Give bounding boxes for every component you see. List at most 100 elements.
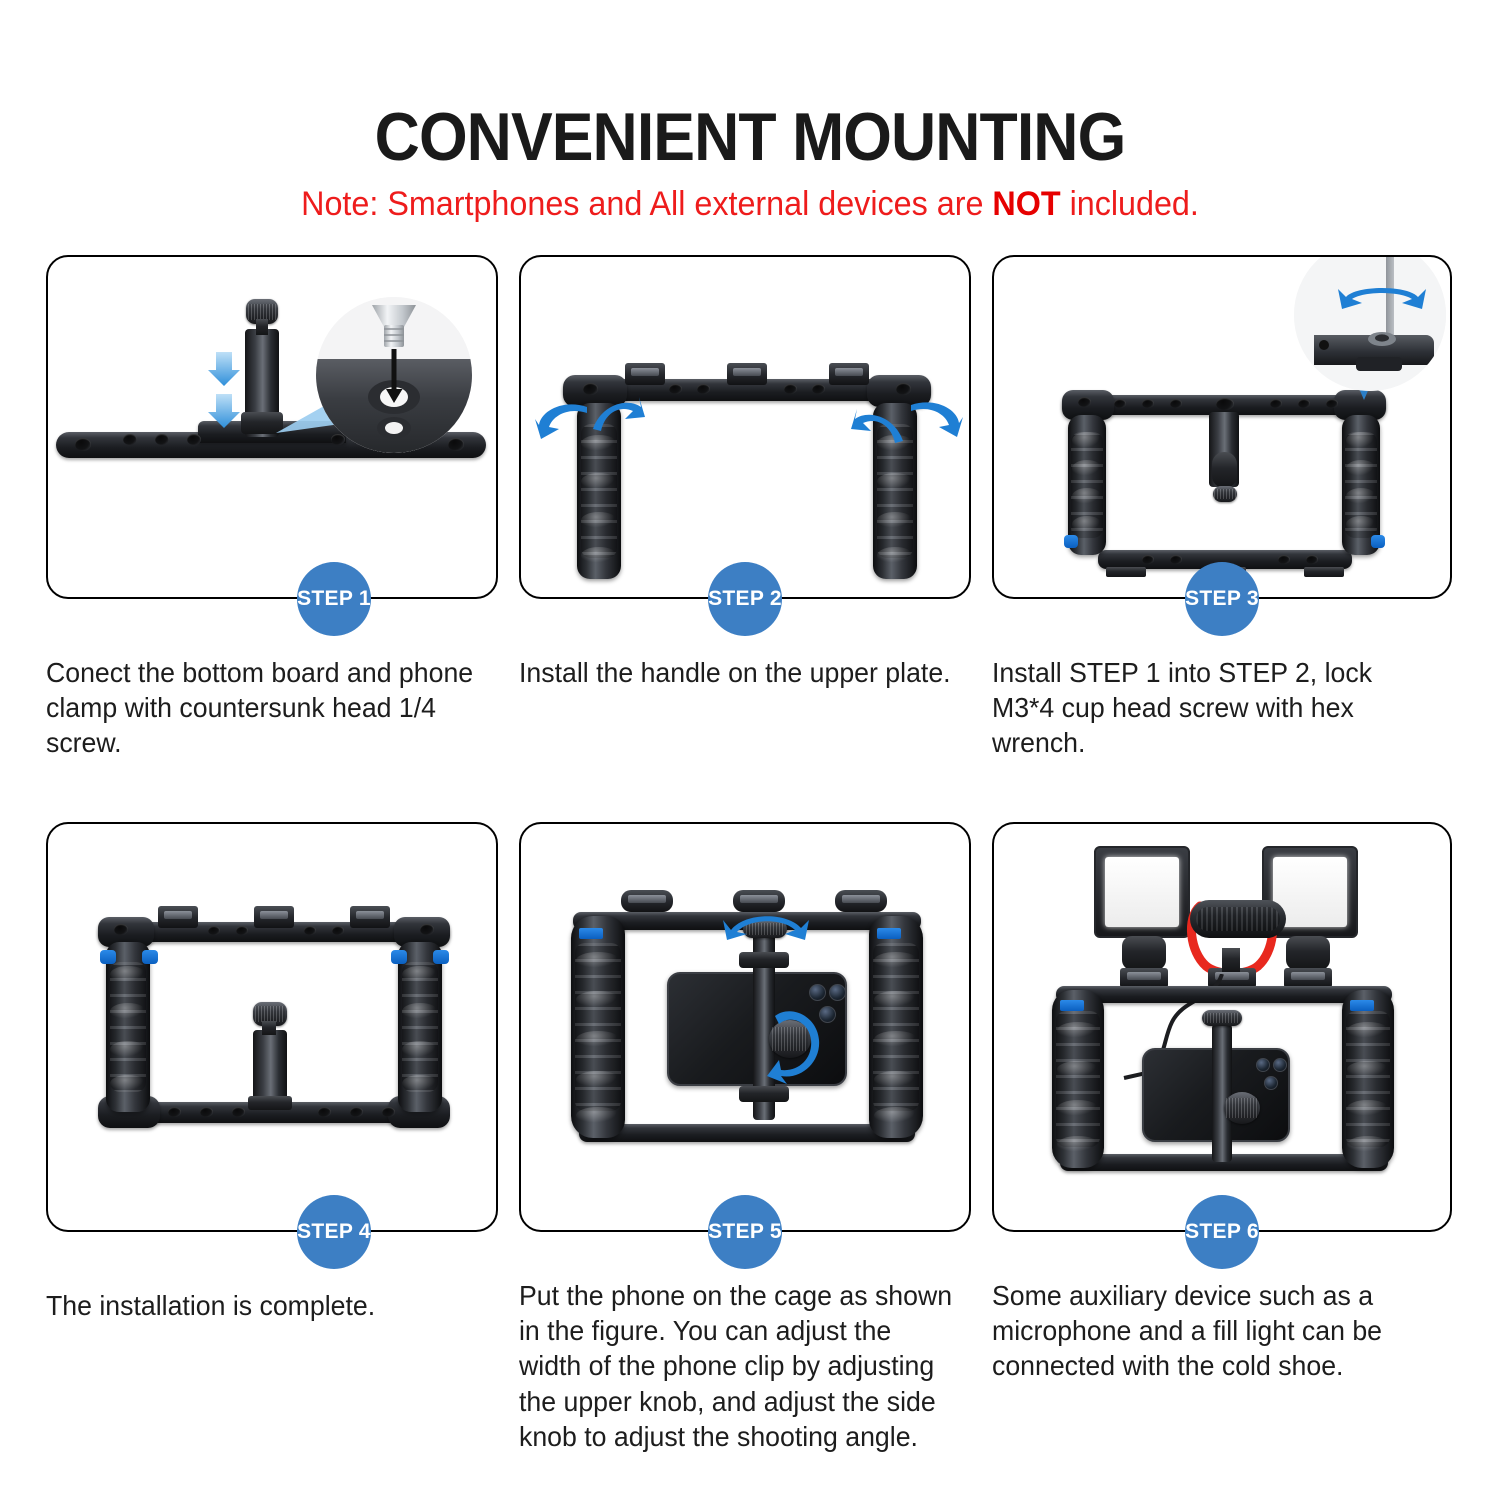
cage-handle-right: [1342, 415, 1380, 555]
cage6-side-knob: [1224, 1092, 1260, 1124]
step-5-caption: Put the phone on the cage as shown in th…: [519, 1280, 953, 1452]
upper-plate-hole: [697, 384, 710, 394]
top-plate-hole: [1298, 399, 1310, 408]
handle-rotation-arrow-right-inner: [851, 409, 903, 443]
ball-head-right: [1286, 936, 1330, 970]
step-4-frame: [46, 822, 498, 1232]
plate-hole: [331, 434, 345, 445]
step-5-frame: [519, 822, 971, 1232]
cage4-blue-tab-right: [433, 950, 449, 964]
cage4-blue-tab-right-inner: [391, 950, 407, 964]
cold-shoe-adapter-right: [1284, 968, 1332, 988]
bottom-rail-left: [1106, 567, 1146, 577]
plate-hole-end-left: [75, 438, 91, 451]
handle-rotation-arrow-right-outer: [911, 402, 963, 437]
cold-shoe-left: [625, 363, 665, 385]
top-plate-hole: [1142, 399, 1154, 408]
cage5-handle-label-right: [877, 928, 901, 939]
handle-left: [577, 403, 621, 579]
handle-rotation-arrow-left-inner: [593, 397, 645, 431]
top-plate-hole: [1170, 399, 1182, 408]
cage6-upper-knob: [1202, 1010, 1242, 1026]
top-plate-hole: [1114, 399, 1126, 408]
fill-light-left-panel: [1105, 857, 1179, 927]
cage4-phone-clamp-body: [253, 1030, 287, 1108]
cage-bottom-plate: [1098, 550, 1352, 569]
cage4-bottom-hole: [232, 1107, 245, 1117]
center-clamp-ball: [1212, 452, 1237, 488]
step-6-caption: Some auxiliary device such as a micropho…: [992, 1280, 1383, 1382]
cage5-handle-right: [869, 916, 923, 1138]
cage6-handle-label-left: [1060, 1000, 1084, 1011]
step-6-illustration: [994, 824, 1450, 1230]
cage4-bottom-hole: [168, 1107, 181, 1117]
cage6-clamp-column: [1212, 1024, 1232, 1162]
upper-plate-pivot-right: [896, 383, 911, 395]
cage4-cold-shoe-center: [254, 906, 294, 928]
step-4-caption: The installation is complete.: [46, 1290, 376, 1321]
handle-rotation-arrow-left-outer: [535, 404, 587, 439]
countersunk-screw-callout: [316, 297, 472, 453]
upper-plate-pivot-left: [583, 383, 598, 395]
bottom-plate-hole: [1142, 555, 1154, 564]
note-emphasis: NOT: [992, 185, 1061, 223]
step-1-illustration: [48, 257, 496, 597]
fill-light-left: [1094, 846, 1190, 938]
cage5-cold-shoe-left: [621, 890, 673, 912]
note-prefix: Note: Smartphones and All external devic…: [301, 185, 993, 223]
cage5-bottom-plate: [579, 1124, 915, 1142]
cage4-blue-tab-left: [100, 950, 116, 964]
bottom-rail-right: [1304, 567, 1344, 577]
mounted-phone-lens-2: [1273, 1058, 1287, 1072]
bottom-plate-hole: [1306, 555, 1318, 564]
step-2-frame: [519, 255, 971, 599]
phone-camera-lens-3: [819, 1006, 836, 1023]
cage4-bottom-hole: [350, 1107, 363, 1117]
step-2-caption: Install the handle on the upper plate.: [519, 657, 951, 688]
mounted-phone-lens-1: [1256, 1058, 1270, 1072]
upper-plate-hole: [784, 384, 797, 394]
cage4-clamp-foot: [248, 1096, 292, 1110]
phone-camera-lens-1: [809, 984, 826, 1001]
cage4-blue-tab-left-inner: [142, 950, 158, 964]
upper-plate-hole: [669, 384, 682, 394]
cage4-bottom-hole: [318, 1107, 331, 1117]
cage5-cold-shoe-center: [733, 890, 785, 912]
top-plate-hole: [1078, 397, 1091, 407]
handle-blue-tab-left: [1064, 535, 1078, 548]
cold-shoe-center: [727, 363, 767, 385]
phone-camera-lens-2: [829, 984, 846, 1001]
insert-direction-arrows: [208, 352, 240, 428]
plate-hole: [155, 434, 169, 445]
cage5-handle-label-left: [579, 928, 603, 939]
top-plate-center-screw: [1216, 398, 1234, 410]
cage5-clamp-lower-jaw: [739, 1086, 789, 1102]
cage5-cold-shoe-right: [835, 890, 887, 912]
center-clamp-knob: [1213, 486, 1237, 502]
step-3-badge: STEP 3: [1185, 562, 1259, 636]
step-1-badge: STEP 1: [297, 562, 371, 636]
cage6-bottom-plate: [1060, 1154, 1388, 1171]
step-5-illustration: [521, 824, 969, 1230]
clamp-knob-stem: [256, 319, 268, 335]
cage5-upper-knob: [743, 920, 787, 938]
plate-hole: [123, 434, 137, 445]
side-knob-rotation-arrow: [767, 1011, 820, 1084]
step-4-badge: STEP 4: [297, 1195, 371, 1269]
cage6-handle-label-right: [1350, 1000, 1374, 1011]
mounted-phone-lens-3: [1264, 1076, 1278, 1090]
handle-blue-tab-right: [1371, 535, 1385, 548]
cage4-top-hole: [114, 924, 128, 935]
step-2-badge: STEP 2: [708, 562, 782, 636]
cold-shoe-adapter-left: [1120, 968, 1168, 988]
cage4-bottom-hole: [200, 1107, 213, 1117]
cold-shoe-right: [829, 363, 869, 385]
plate-hole: [187, 434, 201, 445]
cage5-side-knob: [769, 1020, 811, 1058]
note-suffix: included.: [1060, 185, 1199, 223]
cage4-handle-left: [106, 942, 150, 1112]
step-1-caption: Conect the bottom board and phone clamp …: [46, 657, 474, 759]
cage-handle-left: [1068, 415, 1106, 555]
